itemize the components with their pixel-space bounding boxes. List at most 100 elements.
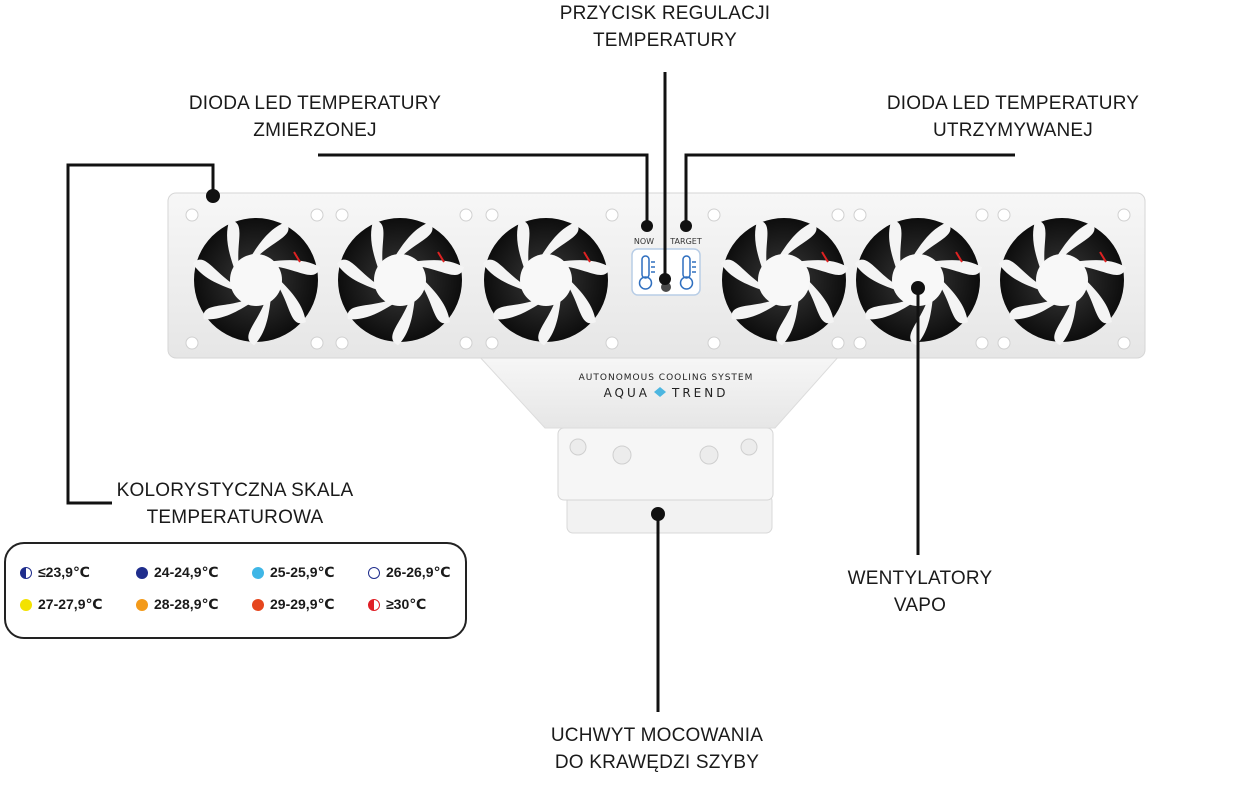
legend-label: 26-26,9℃ — [386, 564, 451, 580]
fan-wire — [955, 251, 963, 263]
legend-label: 25-25,9℃ — [270, 564, 335, 580]
legend-label: 27-27,9℃ — [38, 596, 103, 612]
fan-hub — [230, 254, 282, 306]
brand-diamond-icon — [654, 387, 666, 397]
fan-blade — [482, 259, 526, 291]
legend-item: 25-25,9℃ — [252, 564, 334, 581]
brand-left: AQUA — [604, 386, 650, 400]
legend-item: ≤23,9℃ — [20, 564, 90, 581]
fan-blade — [269, 260, 321, 276]
legend-item: 26-26,9℃ — [368, 564, 450, 581]
fan-blade — [998, 259, 1042, 291]
legend-item: ≥30℃ — [368, 596, 426, 613]
legend-color-dot — [136, 566, 148, 579]
fan-blade — [347, 299, 396, 320]
legend-color-dot — [368, 598, 380, 611]
fan-blade — [421, 279, 450, 324]
fan-hub — [374, 254, 426, 306]
now-label: NOW — [634, 237, 654, 246]
fan-2 — [336, 218, 465, 346]
fan-blade — [493, 299, 542, 320]
fan-blade — [889, 220, 902, 271]
fan-blade — [336, 259, 380, 291]
fan-blade — [517, 220, 530, 271]
legend-item: 28-28,9℃ — [136, 596, 218, 613]
led-target-callout-label: DIODA LED TEMPERATURY UTRZYMYWANEJ — [873, 90, 1153, 144]
fan-blade — [865, 299, 914, 320]
label-line: UCHWYT MOCOWANIA — [550, 725, 764, 746]
fan-blade — [776, 297, 799, 346]
brand-right: TREND — [671, 386, 728, 400]
fan-blade — [227, 220, 240, 271]
fan-blade — [931, 260, 983, 276]
fan-wire — [293, 251, 301, 263]
label-line: TEMPERATURY — [592, 30, 737, 51]
leader-scale — [66, 163, 215, 505]
label-line: TEMPERATUROWA — [146, 507, 324, 528]
legend-item: 27-27,9℃ — [20, 596, 102, 613]
fan-blade — [392, 297, 415, 346]
legend-item: 29-29,9℃ — [252, 596, 334, 613]
legend-item: 24-24,9℃ — [136, 564, 218, 581]
fan-hub — [1036, 254, 1088, 306]
mount-callout-label: UCHWYT MOCOWANIA DO KRAWĘDZI SZYBY — [527, 722, 787, 776]
fan-blade — [371, 220, 384, 271]
fan-blade — [1075, 260, 1127, 276]
fan-blade — [413, 260, 465, 276]
fan-blade — [1033, 220, 1046, 271]
target-label: TARGET — [669, 237, 702, 246]
legend-color-dot — [368, 566, 380, 579]
fan-blade — [540, 222, 579, 258]
fan-blade — [720, 259, 764, 291]
fan-hub — [520, 254, 572, 306]
fan-blade — [854, 259, 898, 291]
fan-hub — [758, 254, 810, 306]
fan-hub — [892, 254, 944, 306]
legend-color-dot — [136, 598, 148, 611]
leader-led-target — [684, 153, 1015, 226]
fan-blade — [559, 260, 611, 276]
legend-color-dot — [20, 566, 32, 579]
fan-4 — [720, 218, 849, 346]
label-line: WENTYLATORY — [847, 568, 993, 589]
fan-blade — [1009, 299, 1058, 320]
fans-group — [192, 218, 1127, 346]
label-line: DO KRAWĘDZI SZYBY — [554, 752, 760, 773]
label-line: KOLORYSTYCZNA SKALA — [116, 480, 354, 501]
fans-callout-label: WENTYLATORY VAPO — [830, 565, 1010, 619]
fan-blade — [778, 222, 817, 258]
fan-6 — [998, 218, 1127, 346]
legend-label: ≤23,9℃ — [38, 564, 90, 580]
fan-blade — [731, 299, 780, 320]
leader-lines — [66, 72, 1015, 712]
fan-blade — [277, 279, 306, 324]
fan-wire — [1099, 251, 1107, 263]
legend-label: 28-28,9℃ — [154, 596, 219, 612]
fan-blade — [567, 279, 596, 324]
label-line: VAPO — [893, 595, 947, 616]
fan-blade — [394, 222, 433, 258]
thermometer-now-icon — [638, 255, 655, 290]
fan-blade — [939, 279, 968, 324]
fan-blade — [203, 299, 252, 320]
fan-blade — [248, 297, 271, 346]
label-line: DIODA LED TEMPERATURY — [886, 93, 1140, 114]
button-callout-label: PRZYCISK REGULACJI TEMPERATURY — [545, 0, 785, 54]
mount-bracket — [557, 427, 774, 534]
fan-blade — [912, 222, 951, 258]
label-line: PRZYCISK REGULACJI — [559, 3, 771, 24]
fan-blade — [1056, 222, 1095, 258]
fan-blade — [755, 220, 768, 271]
temperature-scale-legend: ≤23,9℃ 24-24,9℃ 25-25,9℃ 26-26,9℃ 27-27,9℃ 28… — [4, 542, 467, 639]
fan-blade — [250, 222, 289, 258]
legend-color-dot — [252, 598, 264, 611]
legend-label: 24-24,9℃ — [154, 564, 219, 580]
label-line: UTRZYMYWANEJ — [932, 120, 1094, 141]
fan-blade — [797, 260, 849, 276]
scale-callout-label: KOLORYSTYCZNA SKALA TEMPERATUROWA — [105, 477, 365, 531]
fan-blade — [1083, 279, 1112, 324]
system-text: AUTONOMOUS COOLING SYSTEM — [579, 373, 754, 383]
fan-wire — [437, 251, 445, 263]
thermometer-target-icon — [679, 255, 696, 290]
